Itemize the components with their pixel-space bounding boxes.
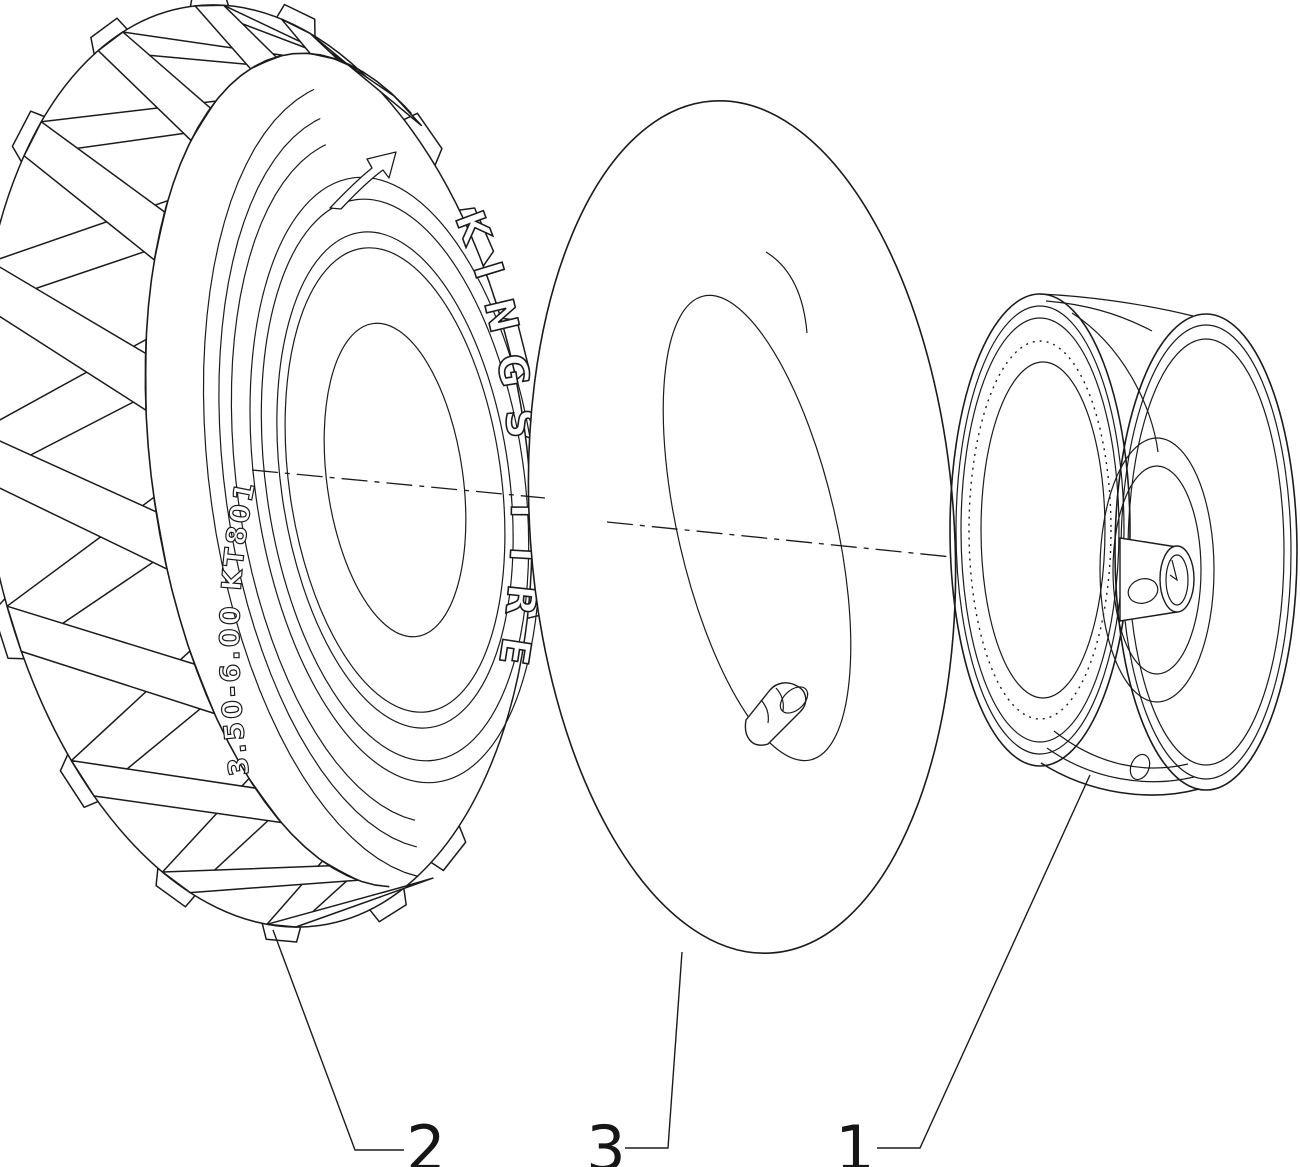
tube-outline [527,99,957,955]
rotation-direction-arrow-icon [329,151,397,210]
rim-barrel [1039,293,1200,796]
axle-keyway-mark [1169,559,1178,582]
part-label-rim: 1 [835,1112,874,1167]
callouts: 2 3 1 [272,774,1091,1167]
tire-bead-rings [249,176,541,784]
tread-lug-shape [266,877,434,928]
rim-disc-hole [1129,753,1151,781]
rim-disc [1099,437,1215,781]
rim-left-flange [949,293,1131,767]
leader-line-3 [625,951,683,1149]
inner-tube-part [527,99,957,955]
axle-bore [1165,554,1189,606]
sidewall-contour-line [230,144,416,821]
part-label-tire: 2 [406,1112,445,1167]
leader-line-1 [877,774,1091,1149]
tire-tread-lugs [0,4,434,928]
hub-side-hole [1127,578,1159,604]
valve-stem [744,682,809,746]
hub [1119,537,1195,622]
part-label-tube: 3 [586,1112,625,1167]
tread-shoulder-line [144,52,412,888]
sidewall-contour-line [218,117,417,848]
sidewall-contour-line [202,88,419,878]
leader-line-2 [272,929,404,1151]
tire-part: 3.50-6.00 KT801 KINGS TIRE [0,0,548,943]
rim-part [949,293,1298,796]
tire-sidewall-contours [144,52,419,888]
tube-inner-far-edge [765,251,808,334]
tube-inner-opening [662,294,852,762]
rim-bead-seat-dotted-ring [968,340,1112,720]
center-axis-line [251,469,953,558]
